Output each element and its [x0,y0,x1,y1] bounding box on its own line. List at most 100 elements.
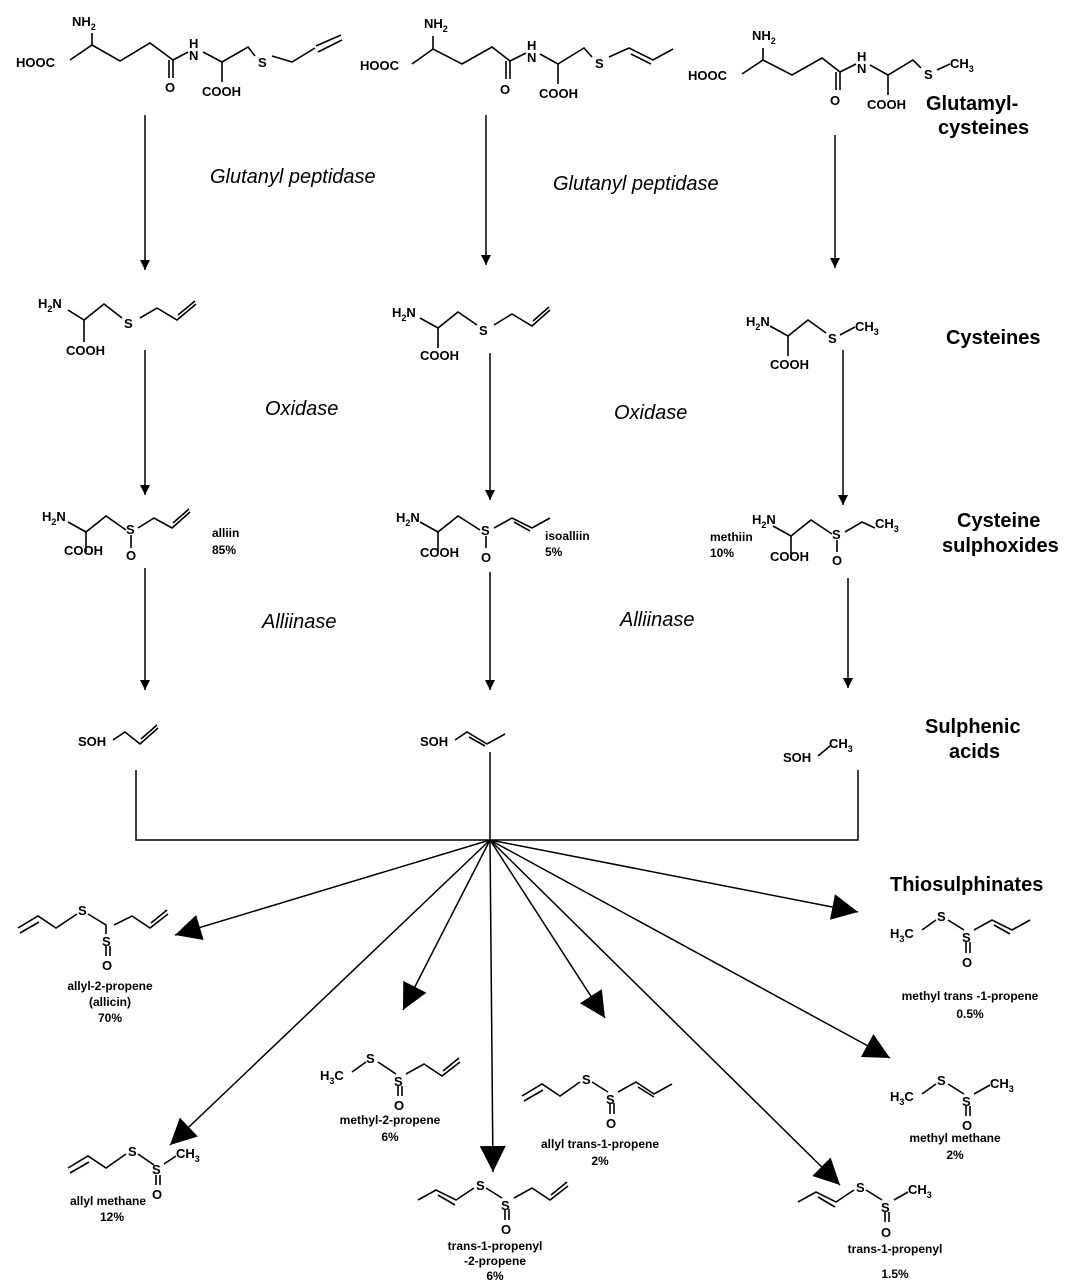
atom-o: O [962,1118,972,1133]
product-name: allyl-2-propene [67,979,153,993]
arrow-to-trans-1-propenyl [489,839,841,1186]
atom-s: S [881,1200,890,1215]
atom-ch3: CH3 [176,1146,200,1164]
product-trans-1-propenyl: S S O CH3 trans-1-propenyl 1.5% [797,1180,943,1281]
atom-s: S [481,523,490,538]
stage-thiosulphinates: Thiosulphinates [890,874,1043,896]
atom-h2n: H2N [746,314,770,332]
atom-n: N [527,50,536,65]
atom-nh2: NH2 [72,14,96,32]
enzyme-oxidase-left: Oxidase [265,398,338,420]
atom-s: S [832,527,841,542]
product-name: allyl trans-1-propene [541,1137,659,1151]
atom-nh2: NH2 [752,28,776,46]
molecule-alliin: H2N S O COOH alliin 85% [42,508,239,563]
product-name-line2: (allicin) [89,995,131,1009]
alliin-label: alliin [212,526,239,540]
atom-soh: SOH [783,750,811,765]
product-percent: 2% [591,1154,609,1168]
atom-o: O [881,1225,891,1240]
stage-cysteines: Cysteines [946,327,1041,349]
atom-ch3: CH3 [908,1182,932,1200]
product-methyl-trans-1-propene: H3C S S O methyl trans -1-propene 0.5% [890,909,1039,1021]
atom-cooh: COOH [66,343,105,358]
molecule-s-allyl-cysteine-center: H2N S COOH [392,305,551,363]
atom-s: S [152,1162,161,1177]
stage-sulphenic-acids-line1: Sulphenic [925,716,1021,738]
stage-sulphenic-acids-line2: acids [949,741,1000,763]
atom-s: S [476,1178,485,1193]
atom-s: S [128,1144,137,1159]
atom-o: O [962,955,972,970]
stage-cysteine-sulphoxides-line1: Cysteine [957,510,1040,532]
atom-ch3: CH3 [875,516,899,534]
reaction-arrows [140,115,853,690]
product-trans-1-propenyl-2-propene: S S O trans-1-propenyl -2-propene 6% [417,1178,569,1282]
atom-h2n: H2N [396,510,420,528]
atom-s: S [126,522,135,537]
atom-ch3: CH3 [855,319,879,337]
junction-bracket [135,770,859,841]
arrow-to-allicin [174,839,491,940]
atom-cooh: COOH [539,86,578,101]
atom-s: S [78,903,87,918]
methiin-label: methiin [710,530,753,544]
atom-cooh: COOH [420,545,459,560]
molecule-propenyl-sulphenic-acid: SOH [420,731,506,749]
molecule-allyl-sulphenic-acid: SOH [78,724,159,749]
atom-cooh: COOH [770,357,809,372]
atom-o: O [500,82,510,97]
enzyme-alliinase-left: Alliinase [261,611,336,633]
atom-o: O [165,80,175,95]
atom-s: S [366,1051,375,1066]
atom-o: O [501,1222,511,1237]
atom-n: N [857,61,866,76]
arrow-to-methyl-2-propene [402,839,491,1011]
atom-s: S [595,56,604,71]
atom-o: O [481,550,491,565]
atom-s: S [102,934,111,949]
atom-s: S [479,323,488,338]
product-name: trans-1-propenyl [448,1239,543,1253]
atom-h2n: H2N [752,512,776,530]
atom-o: O [830,93,840,108]
product-methyl-2-propene: H3C S S O methyl-2-propene 6% [320,1051,461,1144]
atom-s: S [394,1074,403,1089]
atom-h3c: H3C [890,1089,914,1107]
product-allyl-methane: S S O CH3 allyl methane 12% [67,1144,200,1224]
product-name: methyl trans -1-propene [902,989,1039,1003]
product-name: trans-1-propenyl [848,1242,943,1256]
atom-s: S [124,316,133,331]
atom-s: S [606,1092,615,1107]
atom-o: O [126,548,136,563]
atom-h: H [527,38,536,53]
product-methyl-methane: H3C S S O CH3 methyl methane 2% [890,1073,1014,1162]
stage-cysteine-sulphoxides-line2: sulphoxides [942,535,1059,557]
product-percent: 6% [486,1269,504,1282]
stage-glutamyl-cysteines-line1: Glutamyl- [926,93,1018,115]
atom-cooh: COOH [202,84,241,99]
product-percent: 0.5% [956,1007,984,1021]
atom-h2n: H2N [42,509,66,527]
atom-o: O [152,1187,162,1202]
molecule-glutamyl-allyl-cysteine: NH2 HOOC H N O COOH S [16,14,343,99]
enzyme-alliinase-right: Alliinase [619,609,694,631]
atom-s: S [937,1073,946,1088]
arrow-to-allyl-trans-1-propene [489,839,606,1019]
molecule-s-methyl-cysteine: H2N S CH3 COOH [746,314,879,372]
stage-labels: Glutamyl- cysteines Cysteines Cysteine s… [890,93,1059,896]
atom-cooh: COOH [867,97,906,112]
atom-hooc: HOOC [16,55,56,70]
molecule-s-allyl-cysteine: H2N S COOH [38,296,197,358]
atom-s: S [924,67,933,82]
atom-cooh: COOH [64,543,103,558]
atom-h2n: H2N [392,305,416,323]
atom-s: S [501,1198,510,1213]
enzyme-glutanyl-peptidase-left: Glutanyl peptidase [210,166,376,188]
atom-cooh: COOH [770,549,809,564]
atom-s: S [828,331,837,346]
atom-ch3: CH3 [829,736,853,754]
product-percent: 1.5% [881,1267,909,1281]
atom-o: O [394,1098,404,1113]
